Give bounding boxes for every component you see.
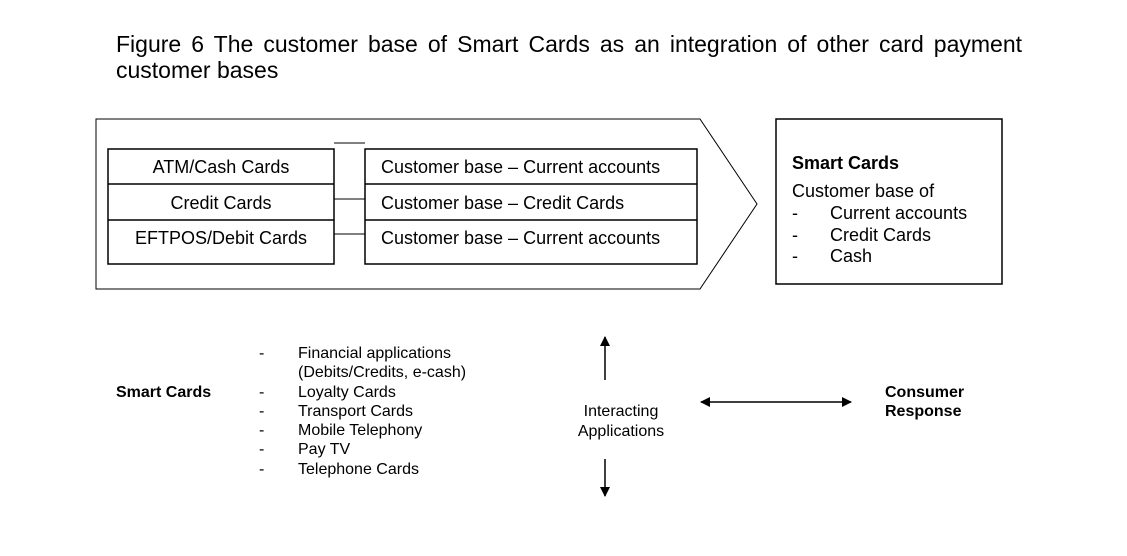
list-item: -Current accounts — [792, 203, 968, 223]
card-type-credit: Credit Cards — [170, 193, 272, 213]
customer-base-box — [364, 148, 698, 265]
list-item: -Transport Cards — [259, 402, 413, 420]
smart-cards-subtitle: Customer base of — [792, 181, 935, 201]
list-item: -Cash — [792, 246, 873, 266]
list-item: -Mobile Telephony — [259, 422, 423, 440]
list-item: -Loyalty Cards — [259, 383, 396, 401]
list-item: -Telephone Cards — [259, 460, 419, 478]
smart-cards-title: Smart Cards — [792, 153, 900, 173]
figure-caption: Figure 6 The customer base of Smart Card… — [116, 31, 1022, 83]
left-cards-box — [107, 148, 335, 265]
consumer-response-label: Consumer Response — [885, 384, 965, 420]
card-type-atm: ATM/Cash Cards — [152, 157, 290, 177]
customer-base-credit: Customer base – Credit Cards — [381, 193, 625, 213]
arrow-container — [95, 118, 758, 290]
applications-list: - Financial applications (Debits/Credits… — [259, 344, 466, 479]
smart-cards-list: -Current accounts -Credit Cards -Cash — [792, 203, 967, 268]
smart-cards-box — [775, 118, 1003, 285]
list-item: -Pay TV — [259, 441, 351, 459]
bottom-smart-cards-label: Smart Cards — [116, 384, 212, 401]
list-item: -Credit Cards — [792, 224, 932, 245]
list-item: - Financial applications (Debits/Credits… — [259, 345, 467, 382]
customer-base-current-2: Customer base – Current accounts — [381, 228, 661, 248]
card-type-eftpos: EFTPOS/Debit Cards — [134, 228, 308, 248]
interacting-applications-label: Interacting Applications — [577, 403, 665, 440]
customer-base-current-1: Customer base – Current accounts — [381, 157, 661, 177]
